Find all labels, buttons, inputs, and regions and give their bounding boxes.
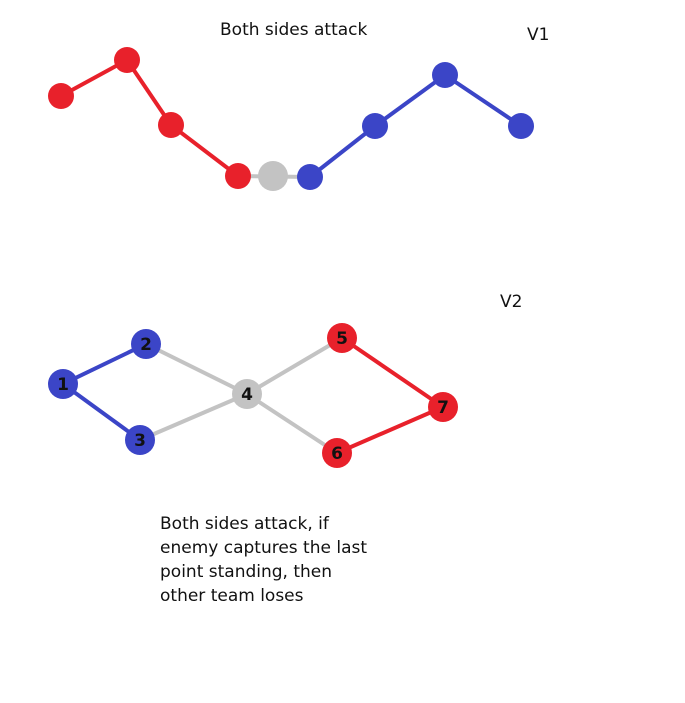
v2-version-label: V2	[500, 292, 523, 312]
v2-node-4	[232, 379, 262, 409]
v2-edge-1-3	[61, 382, 142, 442]
v2-edge-4-6	[245, 392, 339, 455]
v1-node-blue	[362, 113, 388, 139]
v2-node-4-label: 4	[241, 385, 253, 405]
v2-node-3-label: 3	[134, 431, 146, 451]
v2-node-6	[322, 438, 352, 468]
v2-node-7	[428, 392, 458, 422]
description-line: point standing, then	[160, 562, 333, 582]
v2-node-1-label: 1	[57, 375, 69, 395]
v2-node-5	[327, 323, 357, 353]
v2-node-6-label: 6	[331, 444, 343, 464]
v2-edge-6-7	[336, 405, 444, 455]
v1-node-blue	[432, 62, 458, 88]
v1-version-label: V1	[527, 25, 550, 45]
v2-node-2	[131, 329, 161, 359]
v2-node-2-label: 2	[140, 335, 152, 355]
v1-edge	[125, 58, 173, 127]
v2-edge-2-4	[145, 342, 248, 396]
v2-node-5-label: 5	[336, 329, 348, 349]
v2-description: Both sides attack, if enemy captures the…	[160, 512, 390, 608]
v1-title: Both sides attack	[220, 20, 368, 40]
v1-node-red	[48, 83, 74, 109]
description-line: enemy captures the last	[160, 538, 368, 558]
v2-node-7-label: 7	[437, 398, 449, 418]
v1-node-blue	[508, 113, 534, 139]
v1-edge	[443, 73, 523, 128]
v2-edge-1-2	[62, 342, 147, 386]
description-line: other team loses	[160, 586, 304, 606]
v2-graph: 1 2 3 4 5 6 7	[48, 323, 458, 468]
v1-edge	[308, 124, 377, 179]
v1-edge	[373, 73, 447, 128]
v1-node-neutral	[258, 161, 288, 191]
v2-node-3	[125, 425, 155, 455]
v1-node-red	[114, 47, 140, 73]
description-line: Both sides attack, if	[160, 514, 329, 534]
v1-node-red	[225, 163, 251, 189]
v1-node-blue	[297, 164, 323, 190]
v2-edge-3-4	[139, 392, 248, 442]
v2-edge-4-5	[245, 336, 344, 396]
v1-node-red	[158, 112, 184, 138]
v2-node-1	[48, 369, 78, 399]
v1-chain	[48, 47, 534, 191]
v1-edge	[169, 123, 240, 178]
v2-edge-5-7	[340, 336, 445, 409]
